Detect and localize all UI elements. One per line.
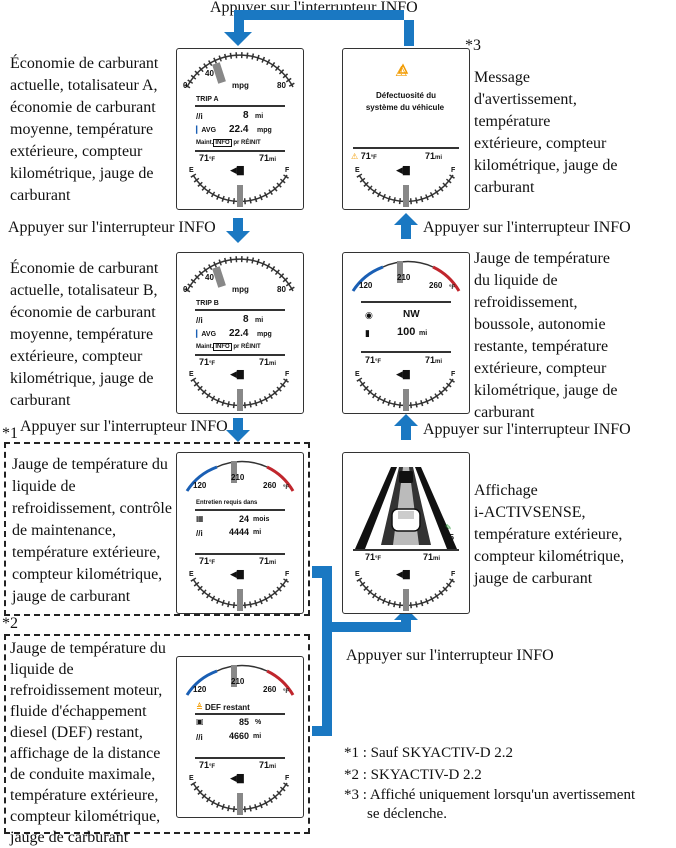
footnote-3-cont: se déclenche.	[367, 806, 447, 822]
caption-bottom: Appuyer sur l'interrupteur INFO	[346, 647, 554, 664]
dashed-box-def	[4, 634, 310, 834]
fuel-pump-icon: ◀▇	[396, 569, 410, 579]
fuel-pump-icon: ◀▇	[230, 569, 244, 579]
traffic-sign-icon: ✎	[445, 523, 452, 532]
caption-right-1: Appuyer sur l'interrupteur INFO	[423, 219, 631, 236]
compass-icon: ◉	[365, 310, 373, 320]
panel-warning: ⚠ Défectuosité du système du véhicule ⚠ …	[342, 48, 470, 210]
warning-triangle-icon: ⚠	[395, 63, 408, 79]
fuel-range-icon: ▮	[365, 328, 370, 338]
gauge-coolant-maint	[185, 460, 295, 611]
def-tank-icon: ▣	[196, 717, 204, 726]
marker-1: *1	[2, 425, 18, 442]
panel-trip-b: 40 0 80 mpg TRIP B //i 8 mi ▎AVG 22.4 mp…	[176, 252, 304, 414]
arrow-merge	[312, 566, 418, 632]
fuel-pump-icon: ◀▇	[396, 165, 410, 175]
caption-left-2: Appuyer sur l'interrupteur INFO	[20, 418, 228, 435]
gauge-fuel-warning	[356, 63, 456, 207]
arrow-down-2	[226, 418, 250, 442]
panel-maintenance: 210 120 260 °F Entretien requis dans ▦ 2…	[176, 452, 304, 614]
panel-activsense: ✎ 55 71°F 71mi E F ◀▇	[342, 452, 470, 614]
fuel-pump-icon: ◀▇	[230, 369, 244, 379]
calendar-icon: ▦	[196, 514, 204, 523]
warning-small-icon: ⚠	[351, 152, 359, 161]
gauge-mpg-b	[184, 256, 296, 411]
footnote-3: *3 : Affiché uniquement lorsqu'un averti…	[344, 787, 636, 803]
panel-trip-a: 40 0 80 mpg TRIP A //i 8 mi ▎AVG 22.4 mp…	[176, 48, 304, 210]
gauge-mpg-a	[184, 52, 296, 207]
def-warning-icon: ≜	[196, 703, 203, 712]
fuel-pump-icon: ◀▇	[230, 773, 244, 783]
caption-left-1: Appuyer sur l'interrupteur INFO	[8, 219, 216, 236]
activsense-road-graphic	[355, 467, 457, 611]
dashed-box-maintenance	[4, 442, 310, 616]
fuel-pump-icon: ◀▇	[230, 165, 244, 175]
arrow-up-2	[394, 414, 418, 440]
footnote-1: *1 : Sauf SKYACTIV-D 2.2	[344, 745, 514, 761]
footnote-2: *2 : SKYACTIV-D 2.2	[344, 767, 482, 783]
marker-2: *2	[2, 615, 18, 632]
gauge-coolant-compass	[351, 260, 461, 411]
arrow-up-1	[394, 213, 418, 239]
panel-def: 210 120 260 °F ≜ DEF restant ▣ 85 % //i …	[176, 656, 304, 818]
fuel-pump-icon: ◀▇	[396, 369, 410, 379]
gauge-coolant-def	[185, 664, 295, 815]
panel-compass: 210 120 260 °F ◉ NW ▮ 100 mi 71°F 71mi E…	[342, 252, 470, 414]
arrow-top-loop	[224, 10, 414, 46]
arrow-down-1	[226, 218, 250, 243]
caption-right-2: Appuyer sur l'interrupteur INFO	[423, 421, 631, 438]
